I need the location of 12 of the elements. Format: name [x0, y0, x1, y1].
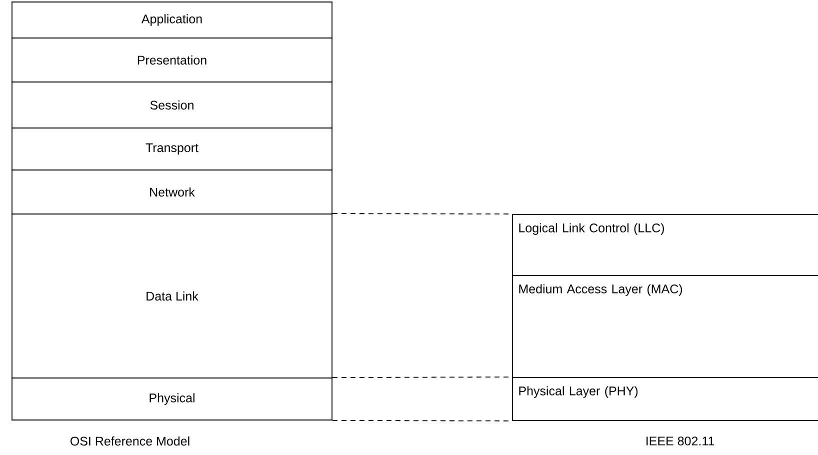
layer-box: Session — [12, 82, 332, 128]
layer-box: Transport — [12, 128, 332, 170]
caption: OSI Reference Model — [70, 436, 190, 446]
layer-box: Physical Layer (PHY) — [512, 377, 818, 421]
layer-box: Medium Access Layer (MAC) — [512, 275, 818, 378]
caption: IEEE 802.11 — [646, 436, 714, 446]
layer-box: Logical Link Control (LLC) — [512, 214, 818, 276]
layer-box: Network — [12, 170, 332, 214]
layer-box: Application — [12, 2, 332, 38]
layer-box: Physical — [12, 378, 332, 420]
layer-box: Data Link — [12, 214, 332, 378]
layer-box: Presentation — [12, 38, 332, 82]
